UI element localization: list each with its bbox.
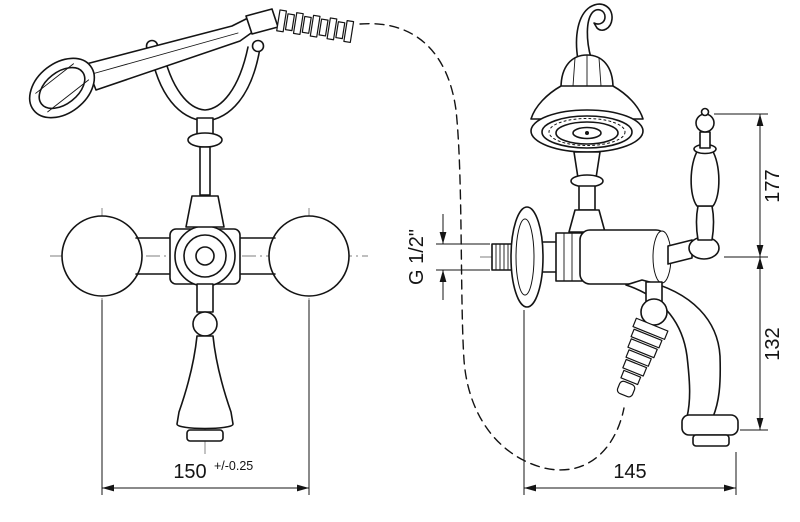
hose-ribs	[276, 9, 355, 43]
spout-side	[625, 279, 739, 447]
body-arms	[135, 237, 276, 275]
shower-hose-dashed	[359, 23, 625, 471]
dimensions: 150 +/-0.25 G 1/2" 177 132	[101, 113, 784, 495]
hose-nut	[245, 8, 279, 35]
dim-thread-size-label: G 1/2"	[406, 229, 428, 285]
dim-lower-height-label: 132	[762, 327, 784, 360]
lever-handle	[667, 107, 720, 265]
wall-flange	[510, 206, 559, 308]
spout-front	[176, 283, 234, 442]
dim-side-heights: 177 132	[714, 113, 784, 431]
shower-cradle	[145, 39, 265, 228]
dim-upper-height-label: 177	[762, 169, 784, 202]
front-view	[28, 8, 355, 442]
shower-head-side	[530, 54, 644, 233]
side-view	[491, 3, 739, 447]
dim-front-width: 150 +/-0.25	[101, 300, 310, 495]
escutcheon-left	[61, 215, 143, 297]
diverter-knob	[169, 225, 241, 287]
hand-shower	[28, 8, 355, 119]
dim-side-depth: 145	[523, 310, 737, 495]
escutcheon-right	[268, 215, 350, 297]
hose-connector	[616, 281, 669, 398]
body-side	[555, 229, 672, 285]
cradle-hook-side	[575, 3, 613, 61]
dim-front-width-label: 150	[173, 461, 206, 483]
dim-thread-size: G 1/2"	[406, 214, 490, 300]
dim-depth-label: 145	[613, 461, 646, 483]
dim-front-width-tolerance: +/-0.25	[214, 459, 253, 473]
hand-shower-head	[28, 57, 96, 119]
